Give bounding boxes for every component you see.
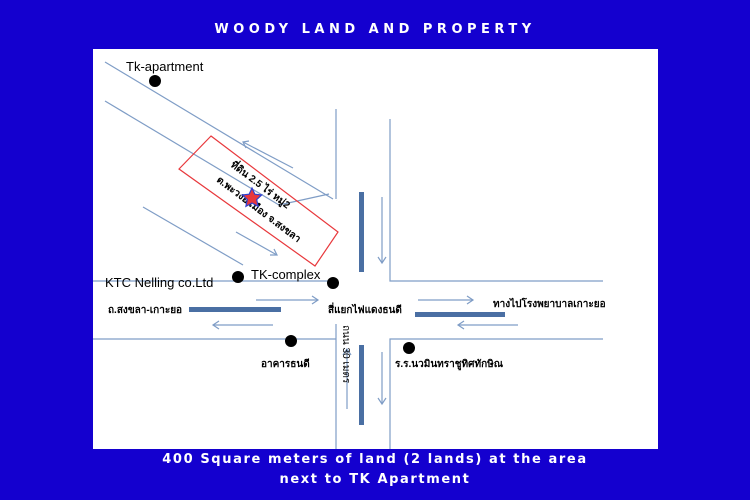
- arrowhead-south-down: [377, 397, 387, 406]
- diagonal-road-edge-lower: [142, 206, 244, 266]
- arrowhead-south-up: [342, 347, 352, 356]
- road-medians: [189, 192, 505, 425]
- tk-apartment-label: Tk-apartment: [126, 59, 204, 74]
- road-edge-ne: [389, 119, 603, 282]
- median-west: [189, 307, 281, 312]
- building-label: อาคารธนดี: [261, 358, 310, 370]
- arrowhead-west-right: [311, 295, 320, 305]
- road-left-label: ถ.สงขลา-เกาะยอ: [108, 305, 182, 316]
- diagonal-road-edge-mid: [104, 100, 280, 206]
- road-south-label: ถนน 30 เมตร: [340, 325, 351, 384]
- tk-complex-label: TK-complex: [251, 267, 321, 282]
- school-label: ร.ร.นวมินทราชูทิศทักษิณ: [395, 358, 504, 371]
- page-title: WOODY LAND AND PROPERTY: [214, 22, 536, 37]
- median-north: [359, 192, 364, 272]
- caption-line-1: 400 Square meters of land (2 lands) at t…: [162, 452, 588, 467]
- school-marker-icon: [403, 342, 415, 354]
- arrowhead-east-right: [466, 295, 475, 305]
- traffic-arrows: [211, 140, 518, 409]
- diagonal-road-lines: [104, 61, 334, 266]
- ktc-nelling-marker-icon: [232, 271, 244, 283]
- caption-line-2: next to TK Apartment: [279, 472, 471, 487]
- median-south: [359, 345, 364, 425]
- arrow-diagonal-upper: [242, 141, 294, 169]
- map-canvas: ที่ดิน 2.5 ไร่ หมู่2 ต.พะวงอ.เมือง จ.สงข…: [93, 59, 606, 449]
- tk-apartment-marker-icon: [149, 75, 161, 87]
- arrowhead-north-down: [377, 256, 387, 265]
- road-right-label: ทางไปโรงพยาบาลเกาะยอ: [493, 297, 606, 310]
- diagonal-road-joint: [278, 193, 330, 206]
- land-plot: ที่ดิน 2.5 ไร่ หมู่2 ต.พะวงอ.เมือง จ.สงข…: [178, 135, 339, 267]
- arrowhead-west-left: [211, 320, 220, 330]
- diagonal-road-edge-upper: [104, 61, 334, 200]
- road-edge-se: [389, 338, 603, 449]
- median-east: [415, 312, 505, 317]
- building-marker-icon: [285, 335, 297, 347]
- property-star-icon: [240, 186, 264, 208]
- arrowhead-east-left: [456, 320, 465, 330]
- landmark-dots: [149, 75, 415, 354]
- land-plot-border: [178, 135, 339, 267]
- arrowhead-diagonal-upper: [242, 140, 250, 149]
- arrow-diagonal-lower: [235, 231, 278, 256]
- ktc-nelling-label: KTC Nelling co.Ltd: [105, 275, 213, 290]
- location-map: ที่ดิน 2.5 ไร่ หมู่2 ต.พะวงอ.เมือง จ.สงข…: [93, 49, 658, 449]
- tk-complex-marker-icon: [327, 277, 339, 289]
- arrowhead-diagonal-lower: [270, 248, 278, 256]
- intersection-label: สี่แยกไฟแดงธนดี: [328, 302, 402, 316]
